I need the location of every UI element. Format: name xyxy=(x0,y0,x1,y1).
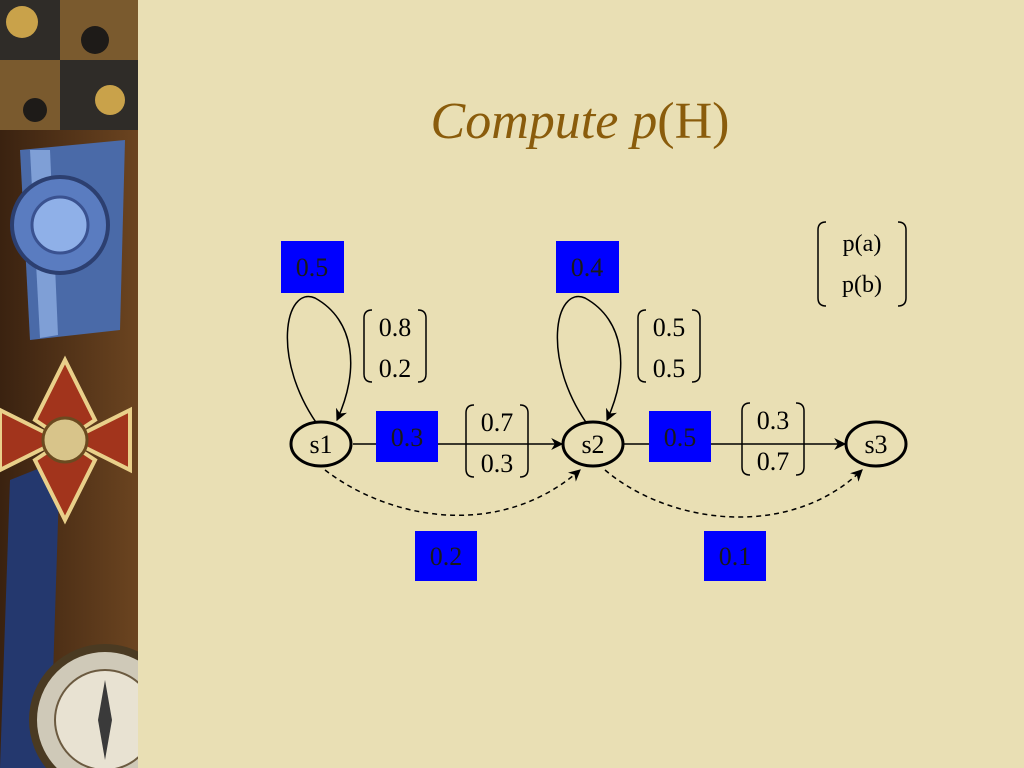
prob-box-s1-s2-skip: 0.2 xyxy=(415,531,477,581)
legend-vector: p(a) p(b) xyxy=(817,221,907,307)
svg-text:0.2: 0.2 xyxy=(430,542,463,571)
title-rest: (H) xyxy=(657,93,730,150)
emission-vector-s1-self: 0.8 0.2 xyxy=(363,309,427,383)
prob-box-s2-s3-skip: 0.1 xyxy=(704,531,766,581)
checker-tiles xyxy=(0,0,138,130)
svg-text:0.5: 0.5 xyxy=(653,354,686,383)
svg-text:0.5: 0.5 xyxy=(296,253,329,282)
title-italic: Compute p xyxy=(430,93,658,150)
state-s2: s2 xyxy=(561,420,625,468)
prob-box-s2-s3: 0.5 xyxy=(649,411,711,462)
svg-text:s3: s3 xyxy=(864,430,887,459)
svg-text:0.1: 0.1 xyxy=(719,542,752,571)
svg-text:0.7: 0.7 xyxy=(481,408,514,437)
svg-text:0.2: 0.2 xyxy=(379,354,412,383)
svg-text:0.5: 0.5 xyxy=(664,423,697,452)
svg-text:0.5: 0.5 xyxy=(653,313,686,342)
medal-cross xyxy=(0,355,132,525)
svg-text:0.3: 0.3 xyxy=(481,449,514,478)
compass xyxy=(29,644,138,768)
legend-pb: p(b) xyxy=(842,272,882,298)
decorative-collage xyxy=(0,0,138,768)
svg-text:0.8: 0.8 xyxy=(379,313,412,342)
emission-vector-s2-self: 0.5 0.5 xyxy=(637,309,701,383)
prob-box-s2-self: 0.4 xyxy=(556,241,619,293)
prob-box-s1-s2: 0.3 xyxy=(376,411,438,462)
svg-text:s1: s1 xyxy=(309,430,332,459)
s2-s3-skip-arrow xyxy=(604,469,863,518)
slide-title: Compute p(H) xyxy=(300,92,860,151)
emission-vector-s1-s2: 0.7 0.3 xyxy=(465,404,529,478)
state-s1: s1 xyxy=(289,420,353,468)
state-s3: s3 xyxy=(844,420,908,468)
svg-text:0.3: 0.3 xyxy=(391,423,424,452)
emission-vector-s2-s3: 0.3 0.7 xyxy=(741,402,805,476)
s1-s2-skip-arrow xyxy=(324,469,581,517)
s1-self-loop xyxy=(286,295,352,429)
svg-text:s2: s2 xyxy=(581,430,604,459)
svg-text:0.7: 0.7 xyxy=(757,447,790,476)
svg-text:0.4: 0.4 xyxy=(571,253,604,282)
s2-self-loop xyxy=(556,295,622,429)
legend-pa: p(a) xyxy=(843,231,882,257)
svg-text:0.3: 0.3 xyxy=(757,406,790,435)
prob-box-s1-self: 0.5 xyxy=(281,241,344,293)
